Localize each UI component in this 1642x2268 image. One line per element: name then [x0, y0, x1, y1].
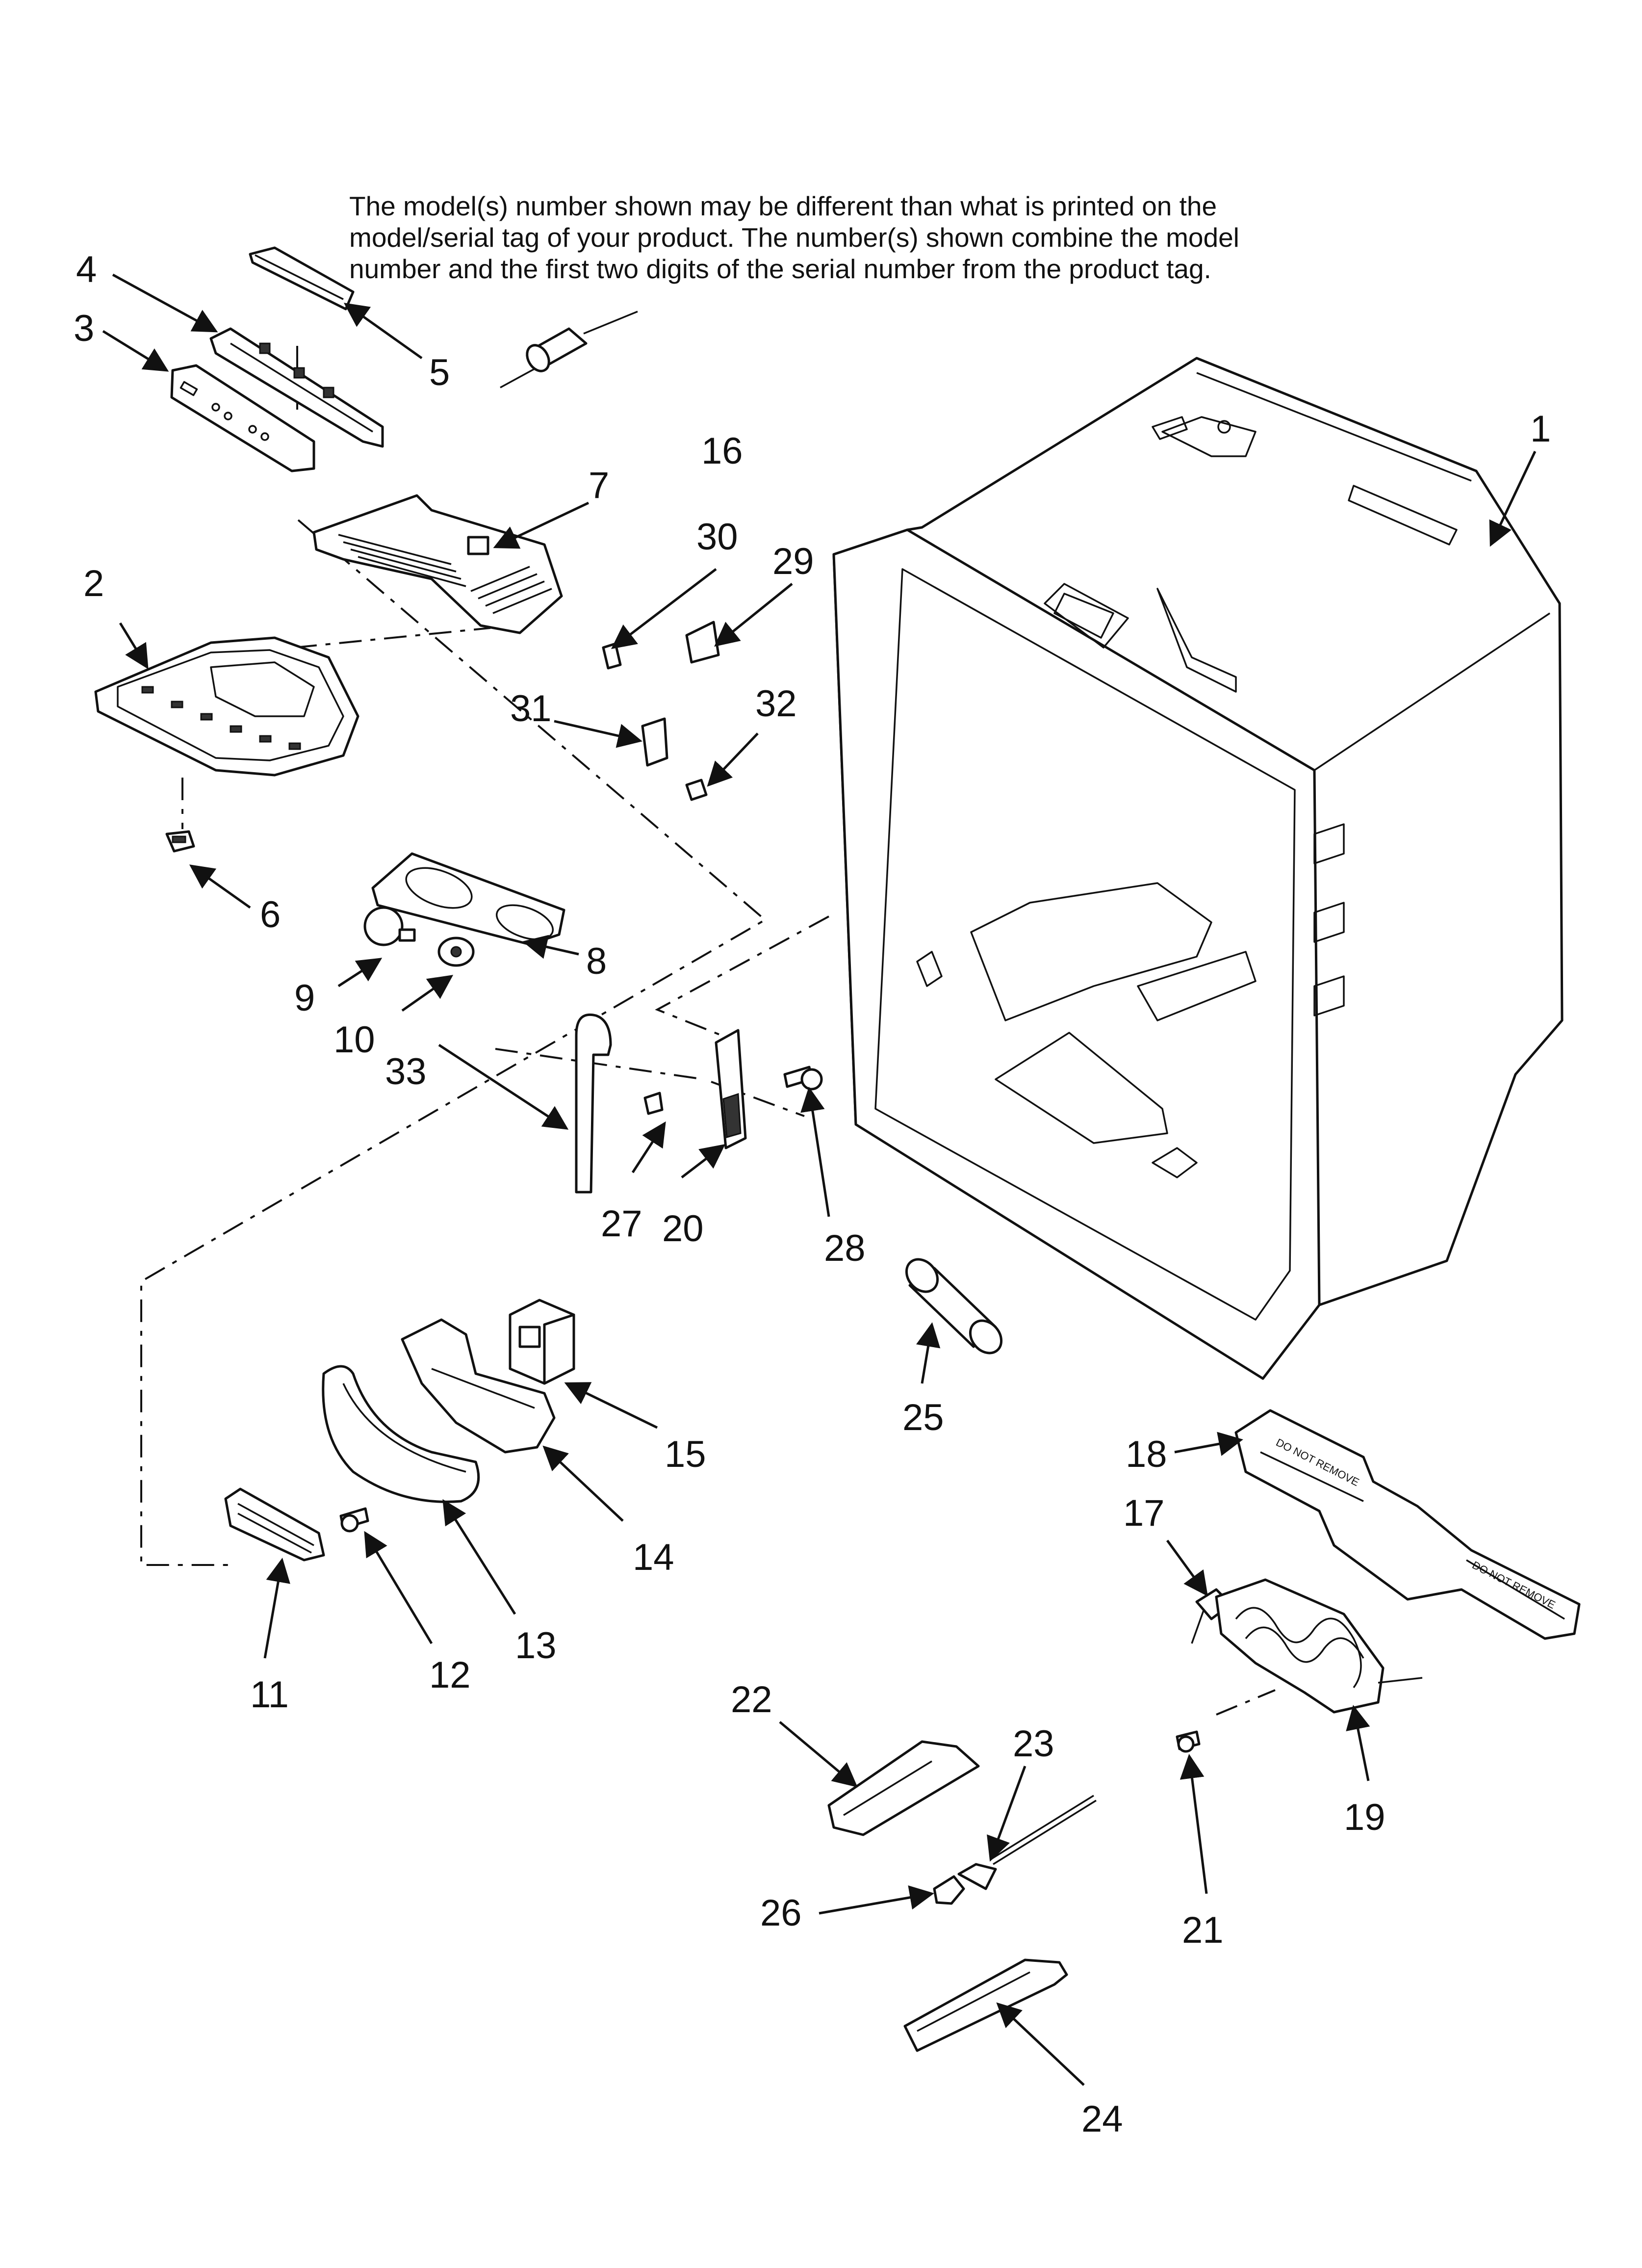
callout-19: 19 [1344, 1797, 1385, 1838]
part-29-clip [685, 621, 720, 664]
part-14-dispenser-housing [401, 1318, 556, 1454]
callout-4: 4 [76, 249, 97, 290]
part-28-screw [783, 1066, 823, 1091]
callout-3: 3 [74, 308, 94, 349]
part-13-paddle [322, 1365, 480, 1503]
callout-18: 18 [1126, 1434, 1167, 1475]
part-31-clip [641, 717, 668, 767]
part-26-connector [933, 1875, 965, 1905]
part-24-fill-cup [903, 1958, 1068, 2052]
part-5-bracket [249, 246, 355, 311]
part-3-control-overlay [170, 364, 315, 472]
callout-30: 30 [696, 516, 738, 558]
part-27-clip [643, 1092, 664, 1115]
part-7-diffuser [312, 494, 563, 634]
callout-28: 28 [824, 1227, 866, 1269]
diffuser-louvres [338, 534, 552, 614]
callout-8: 8 [586, 940, 607, 982]
cover-slots [141, 686, 301, 750]
part-12-screw [339, 1507, 369, 1533]
part-15-valve [509, 1299, 575, 1385]
callout-33: 33 [385, 1051, 427, 1093]
callout-32: 32 [755, 683, 797, 725]
part-30-clip [602, 642, 622, 670]
callout-2: 2 [83, 563, 104, 604]
note-line: number and the first two digits of the s… [349, 254, 1211, 284]
callout-6: 6 [260, 894, 281, 936]
part-6-switch [165, 830, 195, 853]
callout-24: 24 [1081, 2098, 1123, 2140]
callout-25: 25 [902, 1397, 944, 1438]
part-1-liner [832, 357, 1564, 1380]
callout-20: 20 [662, 1208, 704, 1250]
callout-23: 23 [1013, 1723, 1054, 1765]
model-number-note: The model(s) number shown may be differe… [349, 190, 1379, 285]
callout-11: 11 [250, 1674, 289, 1716]
callout-numbers: 1 2 3 4 5 6 7 8 9 10 11 12 13 14 15 16 1… [74, 249, 1551, 2140]
callout-12: 12 [429, 1654, 471, 1696]
callout-29: 29 [772, 541, 814, 582]
callout-10: 10 [334, 1019, 375, 1061]
callout-17: 17 [1123, 1492, 1165, 1534]
callout-9: 9 [294, 977, 315, 1019]
part-10-socket [437, 937, 475, 967]
callout-16: 16 [701, 430, 743, 472]
callout-1: 1 [1530, 408, 1551, 450]
part-20-guide [715, 1029, 747, 1149]
part-22-bracket [827, 1740, 980, 1836]
part-25-cylinder [905, 1258, 1003, 1355]
part-33-water-tube [575, 1014, 612, 1194]
callout-13: 13 [515, 1625, 557, 1667]
part-21-screw [1176, 1730, 1201, 1753]
callout-15: 15 [665, 1434, 706, 1475]
part-9-bulb [363, 906, 416, 946]
part-11-trim [224, 1487, 325, 1562]
note-line: The model(s) number shown may be differe… [349, 191, 1217, 221]
part-32-clip [685, 779, 708, 801]
part-8-light-housing [371, 852, 565, 946]
leader-arrows [102, 273, 1537, 2086]
callout-21: 21 [1182, 1909, 1224, 1951]
callout-26: 26 [760, 1892, 802, 1934]
callout-5: 5 [429, 352, 450, 393]
callout-14: 14 [633, 1537, 674, 1578]
part-4-control-housing [209, 327, 384, 448]
part-2-top-cover [94, 636, 359, 777]
note-line: model/serial tag of your product. The nu… [349, 222, 1239, 253]
part-23-thermistor [957, 1795, 1097, 1890]
part-19-tray-heater [1215, 1578, 1423, 1714]
callout-27: 27 [601, 1203, 642, 1245]
callout-31: 31 [510, 688, 552, 730]
callout-22: 22 [731, 1679, 772, 1721]
part-16-tube [500, 311, 638, 389]
callout-7: 7 [589, 465, 609, 506]
